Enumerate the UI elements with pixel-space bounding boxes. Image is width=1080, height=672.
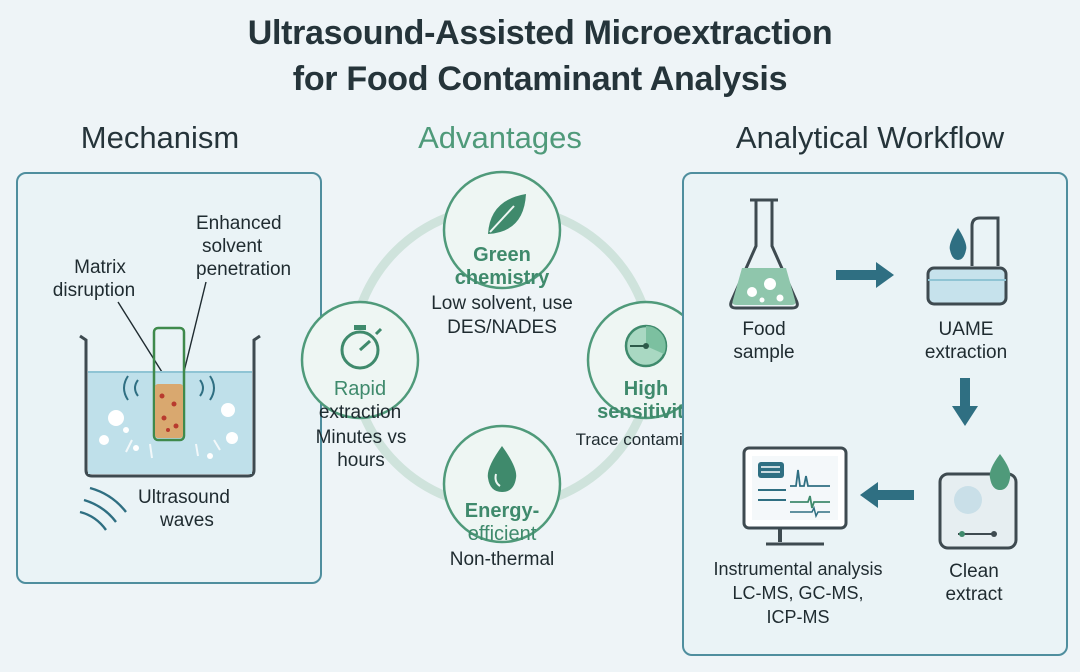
flask-icon: [729, 198, 799, 310]
arrow-left-icon: [860, 482, 914, 508]
rapid-desc-line2: hours: [337, 450, 385, 471]
instr-line3: ICP-MS: [766, 607, 830, 627]
green-title-line2: chemistry: [454, 267, 550, 289]
beaker-illustration: [79, 281, 261, 531]
label-ultrasound-line1: Ultrasound: [138, 487, 230, 508]
pie-gauge-icon: [624, 324, 668, 368]
energy-title-line2: efficient: [467, 523, 537, 545]
food-line1: Food: [742, 319, 786, 340]
label-matrix-line2: disruption: [52, 280, 136, 301]
uame-line2: extraction: [924, 342, 1008, 363]
energy-title-line1: Energy-: [464, 500, 540, 522]
green-desc-line2: DES/NADES: [447, 317, 557, 338]
high-title-line2: sensitivity: [597, 401, 695, 423]
uame-line1: UAME: [938, 319, 994, 340]
sound-wave-icon: [79, 486, 127, 531]
green-desc-line1: Low solvent, use: [431, 293, 573, 314]
title-line-1: Ultrasound-Assisted Microextraction: [247, 14, 833, 52]
clean-line2: extract: [945, 584, 1003, 605]
advantages-heading: Advantages: [418, 120, 582, 155]
sample-tube-icon: [152, 326, 186, 442]
clean-line1: Clean: [949, 561, 999, 582]
workflow-heading: Analytical Workflow: [735, 120, 1005, 155]
food-line2: sample: [733, 342, 795, 363]
vial-icon: [938, 454, 1018, 550]
workflow-panel: [682, 172, 1068, 656]
instr-line2: LC-MS, GC-MS,: [732, 583, 864, 603]
label-matrix-line1: Matrix: [74, 257, 126, 278]
leaf-icon: [488, 194, 526, 234]
green-title-line1: Green: [473, 244, 531, 266]
label-ultrasound-line2: waves: [160, 510, 214, 531]
droplet-icon: [487, 446, 517, 492]
instr-line1: Instrumental analysis: [713, 559, 883, 579]
arrow-down-icon: [952, 378, 978, 426]
stopwatch-icon: [340, 325, 383, 370]
label-enhanced-line3: penetration: [196, 259, 292, 280]
mechanism-heading: Mechanism: [80, 120, 240, 155]
monitor-chromatogram-icon: [742, 446, 848, 546]
rapid-title-line2: extraction: [318, 402, 402, 423]
title-line-2: for Food Contaminant Analysis: [292, 60, 788, 98]
rapid-desc-line1: Minutes vs: [315, 427, 407, 448]
rapid-title-line1: Rapid: [333, 378, 387, 400]
arrow-right-icon: [836, 262, 894, 288]
ultrasonic-bath-icon: [926, 216, 1008, 306]
workflow-illustration: [729, 198, 1018, 550]
energy-desc: Non-thermal: [449, 549, 555, 570]
high-title-line1: High: [623, 378, 669, 400]
label-enhanced-line2: solvent: [202, 236, 263, 257]
label-enhanced-line1: Enhanced: [196, 213, 282, 234]
advantages-ring: [300, 170, 706, 544]
